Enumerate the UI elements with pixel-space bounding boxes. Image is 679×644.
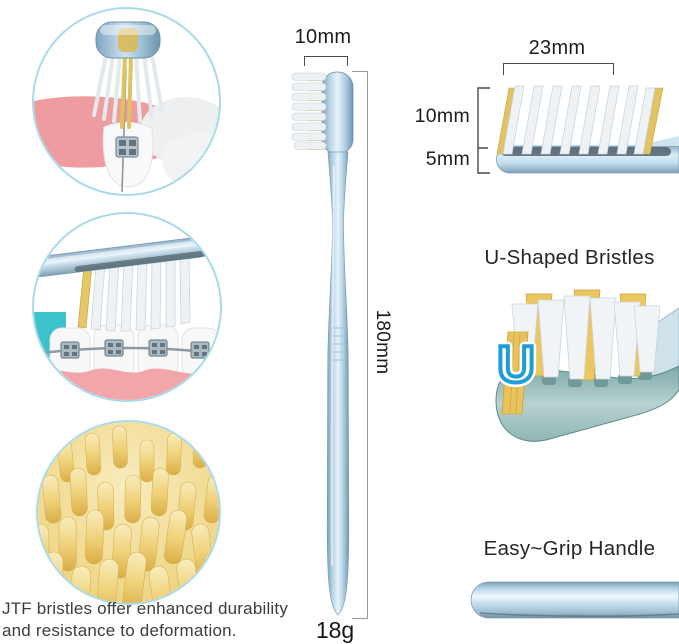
caption-line-1: JTF bristles offer enhanced durability bbox=[2, 599, 289, 618]
side-bristle-tufts bbox=[496, 85, 664, 155]
inset-braces-brushing bbox=[32, 212, 222, 402]
toothbrush-head-side-view bbox=[477, 85, 679, 174]
weight-label: 18g bbox=[315, 617, 355, 643]
caption-line-2: and resistance to deformation. bbox=[2, 621, 237, 641]
inset-bristle-macro bbox=[36, 420, 221, 605]
caption-text: JTF bristles offer enhanced durability a… bbox=[2, 598, 302, 642]
inset-interdental-cleaning bbox=[32, 7, 221, 196]
side-measure-bracket bbox=[477, 87, 490, 174]
head-length-label: 23mm bbox=[528, 37, 586, 59]
bristle-height-label: 10mm bbox=[414, 105, 470, 127]
toothbrush-front-view bbox=[291, 71, 354, 616]
u-mark-icon: U bbox=[497, 336, 535, 394]
head-width-label: 10mm bbox=[294, 26, 352, 48]
head-length-bracket bbox=[503, 63, 614, 75]
length-dimension-line bbox=[352, 71, 368, 619]
head-width-bracket bbox=[304, 56, 348, 66]
head-thickness-label: 5mm bbox=[425, 148, 470, 170]
front-bristle-rows bbox=[291, 72, 327, 150]
bristle-macro-icon bbox=[38, 422, 219, 603]
handle-section-view bbox=[470, 581, 679, 619]
brush-length-label: 180mm bbox=[372, 309, 393, 375]
u-bristle-tufts bbox=[501, 289, 661, 415]
braces-brushing-icon bbox=[34, 236, 220, 400]
u-mark-outline: U bbox=[497, 336, 535, 394]
interdental-cleaning-icon bbox=[34, 21, 219, 193]
u-shaped-bristles-title: U-Shaped Bristles bbox=[484, 246, 655, 269]
easy-grip-handle-title: Easy~Grip Handle bbox=[483, 537, 656, 560]
u-shaped-bristles-view: U U bbox=[493, 289, 679, 442]
